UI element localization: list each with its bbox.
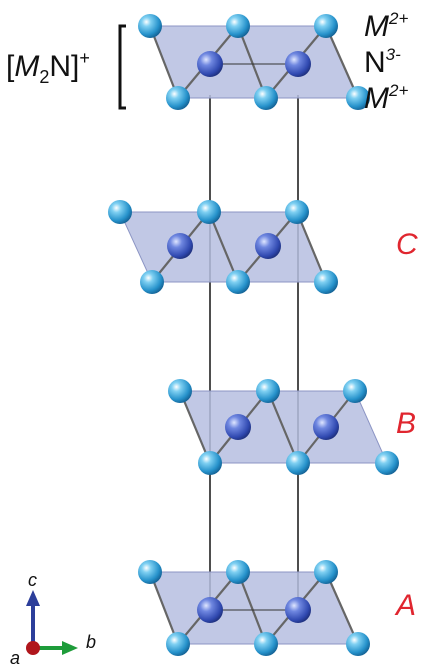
metal-atom [168, 379, 192, 403]
metal-atom [314, 270, 338, 294]
nitrogen-atom [167, 233, 193, 259]
metal-atom [254, 86, 278, 110]
metal-atom [314, 560, 338, 584]
unit-cell-edges [209, 95, 299, 612]
layer-bracket [118, 24, 126, 110]
bond [236, 571, 268, 645]
metal-atom [108, 200, 132, 224]
bond [295, 211, 328, 283]
ion-label-mid: N3- [364, 45, 401, 79]
formula-label: [M2N]+ [6, 48, 90, 87]
layer-top [138, 14, 370, 110]
bond [207, 211, 240, 283]
layer-a [138, 560, 370, 656]
metal-atom [286, 451, 310, 475]
nitrogen-atom [197, 597, 223, 623]
metal-atom [138, 560, 162, 584]
bond [324, 25, 360, 99]
axis-a-origin [26, 641, 40, 655]
axis-c-label: c [28, 570, 37, 590]
nitrogen-atom [313, 414, 339, 440]
metal-atom [285, 200, 309, 224]
bond [148, 25, 180, 99]
metal-atom [198, 451, 222, 475]
axis-c-arrowhead [26, 590, 40, 606]
metal-atom [138, 14, 162, 38]
metal-atom [140, 270, 164, 294]
axis-a-label: a [10, 648, 20, 664]
nitrogen-atom [285, 51, 311, 77]
nitrogen-atom [285, 597, 311, 623]
layer-c [108, 200, 338, 294]
metal-atom [166, 632, 190, 656]
axis-triad: c b a [10, 570, 96, 664]
metal-atom [226, 270, 250, 294]
axis-b-arrowhead [62, 641, 78, 655]
ion-label-top: M2+ [364, 9, 408, 43]
metal-atom [166, 86, 190, 110]
layer-b [168, 379, 399, 475]
nitrogen-atom [197, 51, 223, 77]
nitrogen-atom [225, 414, 251, 440]
stacking-label-b: B [396, 407, 416, 440]
axis-b-label: b [86, 632, 96, 652]
bond [236, 25, 268, 99]
bond [148, 571, 180, 645]
nitrogen-atom [255, 233, 281, 259]
metal-atom [346, 632, 370, 656]
bond [178, 390, 212, 464]
metal-atom [314, 14, 338, 38]
metal-atom [375, 451, 399, 475]
metal-atom [343, 379, 367, 403]
metal-atom [197, 200, 221, 224]
ion-label-bot: M2+ [364, 81, 408, 115]
metal-atom [346, 86, 370, 110]
bond [324, 571, 360, 645]
bond [266, 390, 300, 464]
metal-atom [226, 14, 250, 38]
metal-atom [254, 632, 278, 656]
metal-atom [226, 560, 250, 584]
stacking-label-a: A [394, 589, 416, 622]
metal-atom [256, 379, 280, 403]
stacking-label-c: C [396, 228, 418, 261]
